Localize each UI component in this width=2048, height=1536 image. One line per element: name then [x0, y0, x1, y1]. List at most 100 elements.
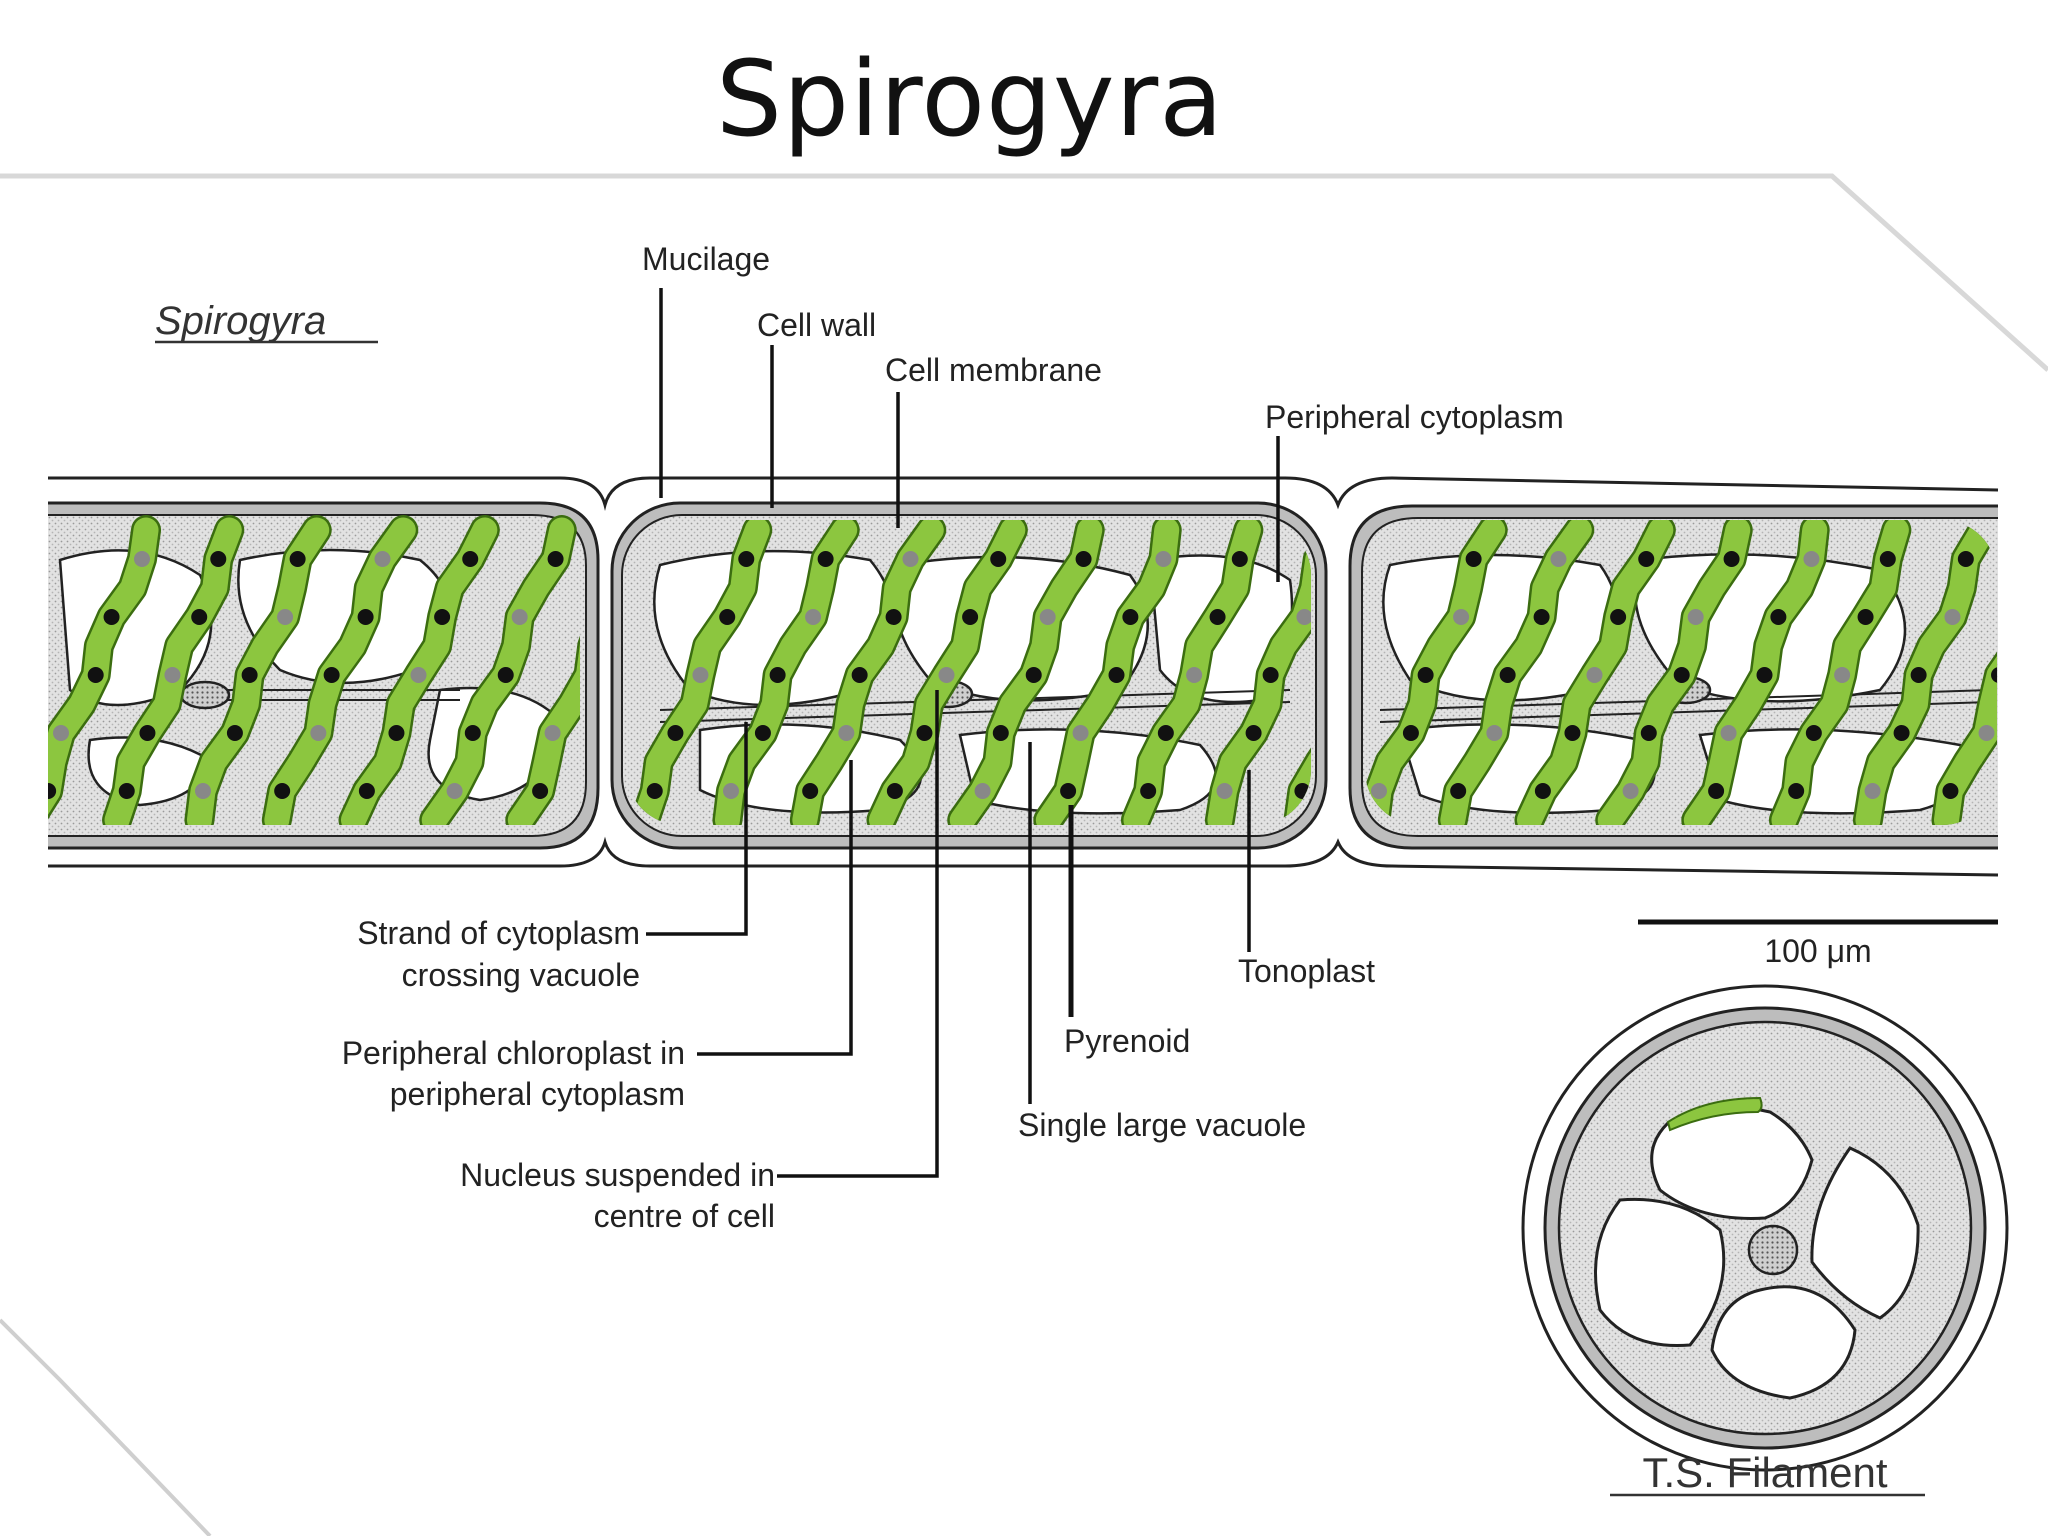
pyrenoid-dot: [1533, 609, 1550, 625]
chloroplast-band: [1120, 520, 1264, 825]
pyrenoid-dot: [374, 551, 391, 567]
pyrenoid-dot: [1991, 667, 1997, 683]
pyrenoid-dot: [1673, 667, 1690, 683]
chloroplast-band: [1681, 520, 1830, 825]
chloroplast-band: [947, 520, 1105, 825]
label-peripheral-cytoplasm: Peripheral cytoplasm: [1265, 399, 1564, 435]
pyrenoid-dot: [838, 725, 855, 741]
pyrenoid-dot: [723, 783, 740, 799]
pyrenoid-dot: [547, 551, 564, 567]
ts-filament: [1521, 984, 2009, 1472]
pyrenoid-dot: [1157, 725, 1174, 741]
pyrenoid-dot: [805, 609, 822, 625]
label-mucilage: Mucilage: [642, 241, 770, 277]
pyrenoid-dot: [1640, 725, 1657, 741]
diagram-heading: Spirogyra: [155, 299, 326, 343]
pyrenoid-dot: [646, 783, 663, 799]
labels: Mucilage Cell wall Cell membrane Periphe…: [342, 241, 1872, 1234]
label-cell-membrane: Cell membrane: [885, 352, 1102, 388]
pyrenoid-dot: [916, 725, 933, 741]
leader-lines: [646, 288, 1998, 1178]
pyrenoid-dot: [886, 783, 903, 799]
label-nucleus-1: Nucleus suspended in: [460, 1157, 775, 1193]
pyrenoid-dot: [1060, 783, 1077, 799]
pyrenoid-dot: [2027, 609, 2043, 625]
pyrenoid-dot: [103, 609, 120, 625]
chloroplast-band: [630, 520, 773, 825]
pyrenoid-dot: [1610, 609, 1627, 625]
pyrenoid-dot: [1910, 667, 1927, 683]
pyrenoid-dot: [191, 609, 208, 625]
pyrenoid-dot: [118, 783, 135, 799]
pyrenoid-dot: [1586, 667, 1603, 683]
filament: [48, 476, 2048, 877]
pyrenoid-dot: [1879, 551, 1896, 567]
pyrenoid-dot: [1957, 551, 1974, 567]
chloroplasts-middle: [630, 520, 1347, 825]
pyrenoid-dot: [1622, 783, 1639, 799]
chloroplast-band: [338, 515, 500, 825]
pyrenoid-dot: [1402, 725, 1419, 741]
pyrenoid-dot: [902, 551, 919, 567]
pyrenoid-dot: [532, 783, 549, 799]
page-title: Spirogyra: [715, 38, 1225, 160]
pyrenoid-dot: [1770, 609, 1787, 625]
ts-filament-label: T.S. Filament: [1642, 1449, 1887, 1496]
chloroplast-band: [866, 520, 1028, 825]
pyrenoid-dot: [738, 551, 755, 567]
pyrenoid-dot: [1893, 725, 1910, 741]
label-tonoplast: Tonoplast: [1238, 953, 1375, 989]
chloroplast-band: [419, 515, 577, 825]
pyrenoid-dot: [1720, 725, 1737, 741]
chloroplast-band: [1852, 520, 1997, 825]
label-strand-2: crossing vacuole: [402, 957, 640, 993]
pyrenoid-dot: [1687, 609, 1704, 625]
pyrenoid-dot: [802, 783, 819, 799]
chloroplast-band: [1514, 520, 1676, 825]
pyrenoid-dot: [1499, 667, 1516, 683]
pyrenoid-dot: [1209, 609, 1226, 625]
pyrenoid-dot: [1638, 551, 1655, 567]
pyrenoid-dot: [139, 725, 156, 741]
pyrenoid-dot: [226, 725, 243, 741]
chloroplast-band: [261, 515, 419, 825]
pyrenoid-dot: [358, 783, 375, 799]
pyrenoid-dot: [1465, 551, 1482, 567]
pyrenoid-dot: [87, 667, 104, 683]
pyrenoid-dot: [310, 725, 327, 741]
pyrenoid-dot: [1417, 667, 1434, 683]
pyrenoid-dot: [962, 609, 979, 625]
pyrenoid-dot: [1453, 609, 1470, 625]
pyrenoid-dot: [1834, 667, 1851, 683]
pyrenoid-dot: [1075, 551, 1092, 567]
pyrenoid-dot: [1155, 551, 1172, 567]
label-scale: 100 μm: [1764, 933, 1871, 969]
pyrenoid-dot: [1231, 551, 1248, 567]
pyrenoid-dot: [719, 609, 736, 625]
pyrenoid-dot: [1331, 725, 1347, 741]
pyrenoid-dot: [885, 609, 902, 625]
label-chloroplast-1: Peripheral chloroplast in: [342, 1035, 685, 1071]
pyrenoid-dot: [289, 551, 306, 567]
pyrenoid-dot: [241, 667, 258, 683]
pyrenoid-dot: [1805, 725, 1822, 741]
pyrenoid-dot: [164, 667, 181, 683]
pyrenoid-dot: [1108, 667, 1125, 683]
pyrenoid-dot: [1708, 783, 1725, 799]
pyrenoid-dot: [1803, 551, 1820, 567]
pyrenoid-dot: [1122, 609, 1139, 625]
pyrenoid-dot: [511, 609, 528, 625]
pyrenoid-dot: [1371, 783, 1388, 799]
pyrenoid-dot: [1864, 783, 1881, 799]
label-chloroplast-2: peripheral cytoplasm: [390, 1076, 685, 1112]
pyrenoid-dot: [2041, 551, 2048, 567]
pyrenoid-dot: [990, 551, 1007, 567]
pyrenoid-dot: [1216, 783, 1233, 799]
pyrenoid-dot: [1486, 725, 1503, 741]
pyrenoid-dot: [974, 783, 991, 799]
chloroplast-band: [102, 515, 245, 825]
pyrenoid-dot: [1788, 783, 1805, 799]
pyrenoid-dot: [464, 725, 481, 741]
pyrenoid-dot: [1944, 609, 1961, 625]
